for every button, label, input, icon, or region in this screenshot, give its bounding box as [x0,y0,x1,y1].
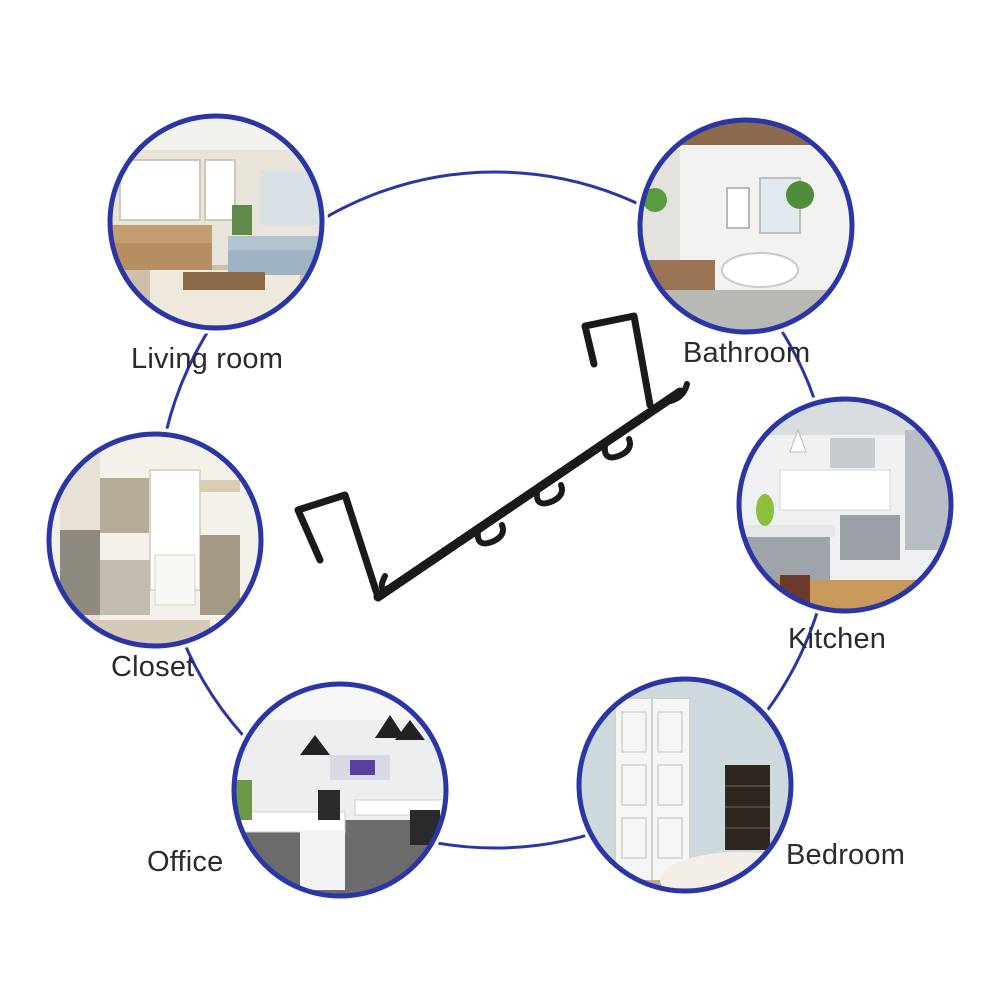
closet-photo [43,428,267,652]
living-room-photo [104,110,328,334]
bathroom-label: Bathroom [683,337,811,369]
living-room-label: Living room [131,343,284,375]
kitchen-label: Kitchen [788,623,887,655]
office-label: Office [147,846,224,878]
bathroom-photo [634,114,858,338]
office-photo [228,678,452,902]
bedroom-label: Bedroom [786,839,906,871]
kitchen-photo [733,393,957,617]
bedroom-photo [573,673,797,897]
closet-label: Closet [111,651,195,683]
over-door-hook-rack [294,312,690,602]
